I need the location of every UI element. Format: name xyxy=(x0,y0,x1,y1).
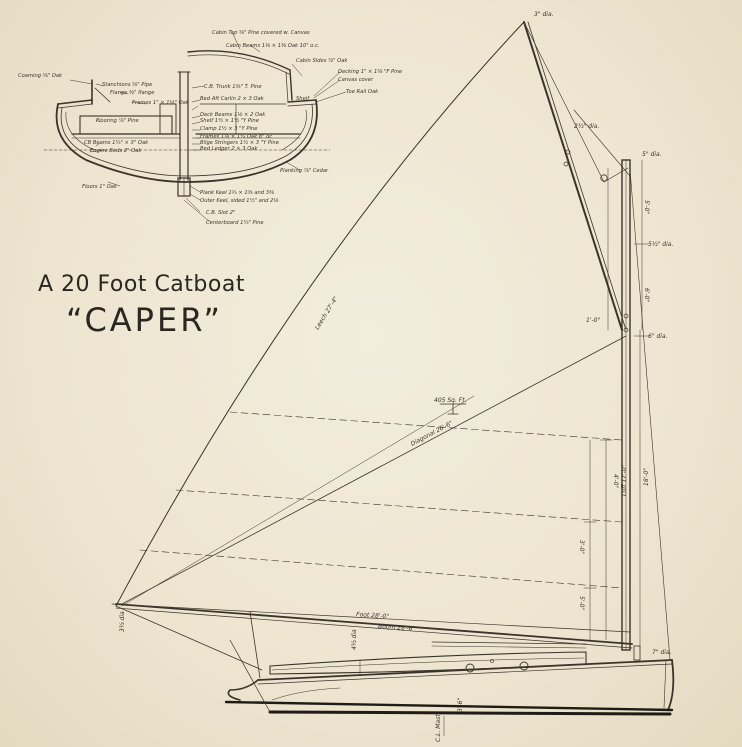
label-luff-total: Luff 17'-0" xyxy=(621,464,628,496)
label-hoist-mid: 3'-0" xyxy=(578,540,585,554)
label-foot: Foot 28'-0" xyxy=(356,611,390,620)
label-hoist-top: 4'-0" xyxy=(612,474,619,488)
label-cabin-beams: Cabin Beams 1⅛ × 1⅜ Oak 10" o.c. xyxy=(226,43,320,49)
label-cabin-sides: Cabin Sides ⅞" Oak xyxy=(296,58,348,64)
label-decking: Decking 1" × 1⅝ "F Pine xyxy=(338,69,402,75)
sail-plan xyxy=(111,21,671,661)
label-engine-beds: Engine Beds 2" Oak xyxy=(90,148,142,154)
label-masthead: 5" dia. xyxy=(642,151,662,158)
label-planking: Planking ⅞" Cedar xyxy=(280,168,329,174)
label-gaff-head: 3" dia. xyxy=(534,11,554,18)
label-plank-keel: Plank Keel 1¾ × 1⅜ and 3⅜ xyxy=(200,190,274,196)
title-boat-name: “CAPER” xyxy=(66,301,223,339)
label-shelf: Shelf xyxy=(296,96,310,102)
label-cl-mast: C.L. Mast xyxy=(435,714,442,742)
label-mast-heel: 7" dia. xyxy=(652,649,672,656)
label-flooring: Flooring ⅞" Pine xyxy=(96,118,139,124)
title-line-1: A 20 Foot Catboat xyxy=(38,272,245,297)
label-hoist-low: 5'-0" xyxy=(578,596,585,610)
label-frames: Frames 1⅛ × 1¼ Oak 8" oc xyxy=(200,134,272,140)
label-frames-center: Frames 1" × 1⅛" Oak xyxy=(132,100,190,106)
label-shelf-ypine: Shelf 1½ × 1½ "Y Pine xyxy=(200,117,259,124)
label-cabin-top: Cabin Top ⅝" Pine covered w. Canvas xyxy=(212,30,310,36)
label-outer-keel: Outer Keel, sided 1½" and 2⅛ xyxy=(200,197,278,204)
label-bow-dim: 1'-0" xyxy=(586,317,600,324)
section-annotations: Cabin Top ⅝" Pine covered w. Canvas Cabi… xyxy=(18,30,402,226)
label-cb-trunk: C.B. Trunk 1⅜" T. Pine xyxy=(204,84,262,90)
label-luff-mid: 6'-0" xyxy=(643,288,650,302)
midship-section xyxy=(43,31,347,223)
label-cb-slot: C.B. Slot 2" xyxy=(206,210,235,216)
label-stanchion-flange: Flange ⅜" flange xyxy=(110,90,154,96)
label-toe-rail: Toe Rail Oak xyxy=(346,89,379,95)
label-cb-beams: CB Beams 1¼" × 3" Oak xyxy=(84,140,149,146)
hull-profile xyxy=(115,605,675,737)
label-mast-height: 18'-0" xyxy=(643,468,650,486)
label-mast-mid: 5½" dia. xyxy=(648,241,673,248)
label-stern-dim: 3'-6" xyxy=(457,698,464,712)
label-boom-end: 3½ dia xyxy=(119,611,126,632)
label-bed-ledger: Bed Ledger 2 × 3 Oak xyxy=(200,146,258,152)
label-mast-lower: 6" dia. xyxy=(648,333,668,340)
label-coaming: Coaming ⅝" Oak xyxy=(18,73,63,79)
label-deck-canvas: Canvas cover xyxy=(338,77,374,83)
label-luff-upper: 5'-0" xyxy=(643,200,650,214)
drawing-title: A 20 Foot Catboat “CAPER” xyxy=(38,272,298,339)
label-diagonal: Diagonal 26'-6" xyxy=(410,420,455,448)
label-centerboard: Centerboard 1¼" Pine xyxy=(206,220,264,226)
label-bilge-stringers: Bilge Stringers 1½ × 3 "Y Pine xyxy=(200,139,279,146)
label-bed-aft-carlin: Bed Aft Carlin 2 × 3 Oak xyxy=(200,96,265,102)
label-boom: Boom 28'-6" xyxy=(378,623,416,633)
label-stanchions: Stanchions ⅝" Pipe xyxy=(102,82,152,88)
label-boom-mid: 4½ dia xyxy=(351,629,358,650)
label-clamp: Clamp 1½ × 3 "Y Pine xyxy=(200,125,257,132)
label-gaff-dia: 2½" dia. xyxy=(574,123,599,130)
label-sail-area: 405 Sq. Ft. xyxy=(434,397,467,404)
label-deck-beams: Deck Beams 1⅛ × 2 Oak xyxy=(200,112,266,118)
label-leech: Leech 27'-4" xyxy=(314,295,340,331)
label-floors: Floors 1" Oak xyxy=(82,184,118,190)
